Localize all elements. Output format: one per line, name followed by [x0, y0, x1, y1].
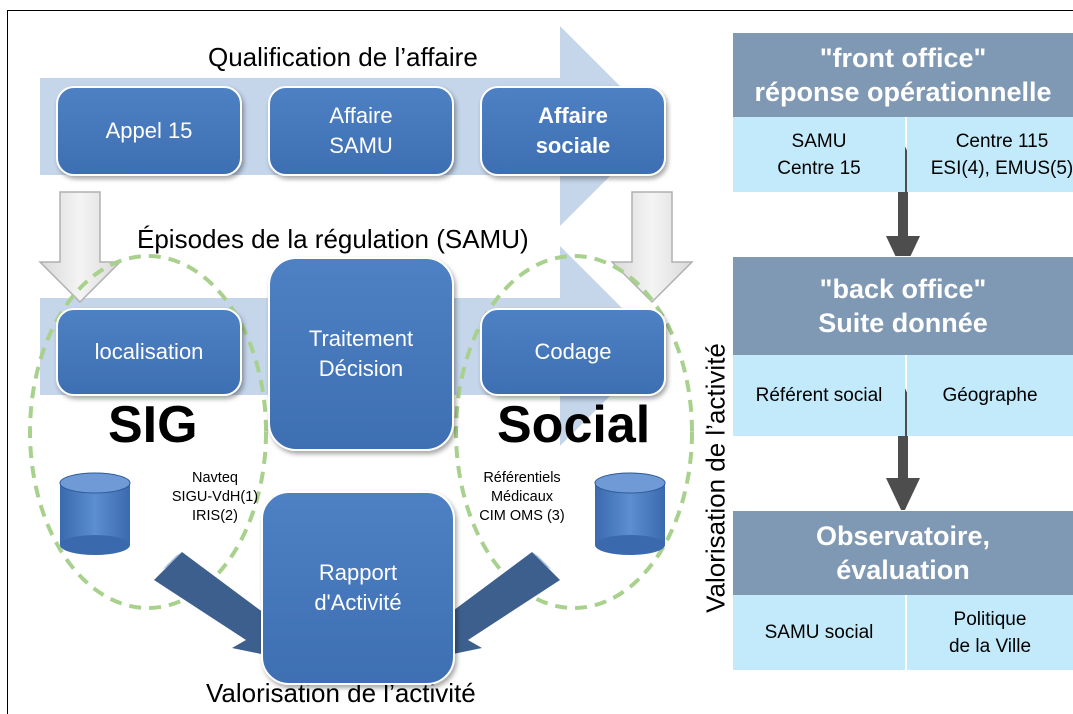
front-office-cell-right: Centre 115 ESI(4), EMUS(5) — [907, 117, 1073, 192]
observatoire-cell-right: Politique de la Ville — [907, 595, 1073, 670]
back-office-cell-right: Géographe — [907, 355, 1073, 436]
codage-box: Codage — [480, 308, 666, 396]
social-label: Social — [497, 396, 651, 454]
social-to-rapport-arrow — [424, 552, 560, 660]
sig-database-icon — [59, 472, 131, 555]
appel-15-box: Appel 15 — [56, 86, 242, 176]
localisation-box: localisation — [56, 308, 242, 396]
observatoire-header: Observatoire, évaluation — [733, 510, 1073, 595]
back-office-cell-left: Référent social — [733, 355, 905, 436]
observatoire-cell-left: SAMU social — [733, 595, 905, 670]
social-database-icon — [594, 472, 666, 555]
valorisation-vertical-label: Valorisation de l’activité — [700, 343, 731, 613]
front-office-header: "front office" réponse opérationnelle — [733, 32, 1073, 117]
episodes-title: Épisodes de la régulation (SAMU) — [137, 224, 529, 254]
sig-sources-list: Navteq SIGU-VdH(1) IRIS(2) — [171, 470, 259, 524]
qualification-title: Qualification de l’affaire — [208, 42, 478, 72]
frame-left-line — [7, 10, 8, 714]
back-office-section: "back office" Suite donnée Référent soci… — [733, 256, 1073, 436]
front-office-cell-left: SAMU Centre 15 — [733, 117, 905, 192]
rapport-activite-box: Rapport d'Activité — [261, 491, 455, 685]
traitement-decision-box: Traitement Décision — [268, 257, 454, 451]
gray-down-arrow-left — [38, 191, 122, 304]
social-sources-list: Référentiels Médicaux CIM OMS (3) — [479, 470, 565, 524]
frame-top-line — [7, 10, 1073, 11]
affaire-samu-box: Affaire SAMU — [268, 86, 454, 176]
front-office-section: "front office" réponse opérationnelle SA… — [733, 32, 1073, 192]
back-office-header: "back office" Suite donnée — [733, 256, 1073, 355]
gray-down-arrow-right — [610, 191, 694, 304]
affaire-sociale-box: Affaire sociale — [480, 86, 666, 176]
sig-to-rapport-arrow — [154, 552, 290, 660]
social-ellipse — [454, 254, 694, 610]
sig-label: SIG — [108, 396, 198, 454]
sig-ellipse — [28, 254, 268, 610]
observatoire-section: Observatoire, évaluation SAMU social Pol… — [733, 510, 1073, 670]
